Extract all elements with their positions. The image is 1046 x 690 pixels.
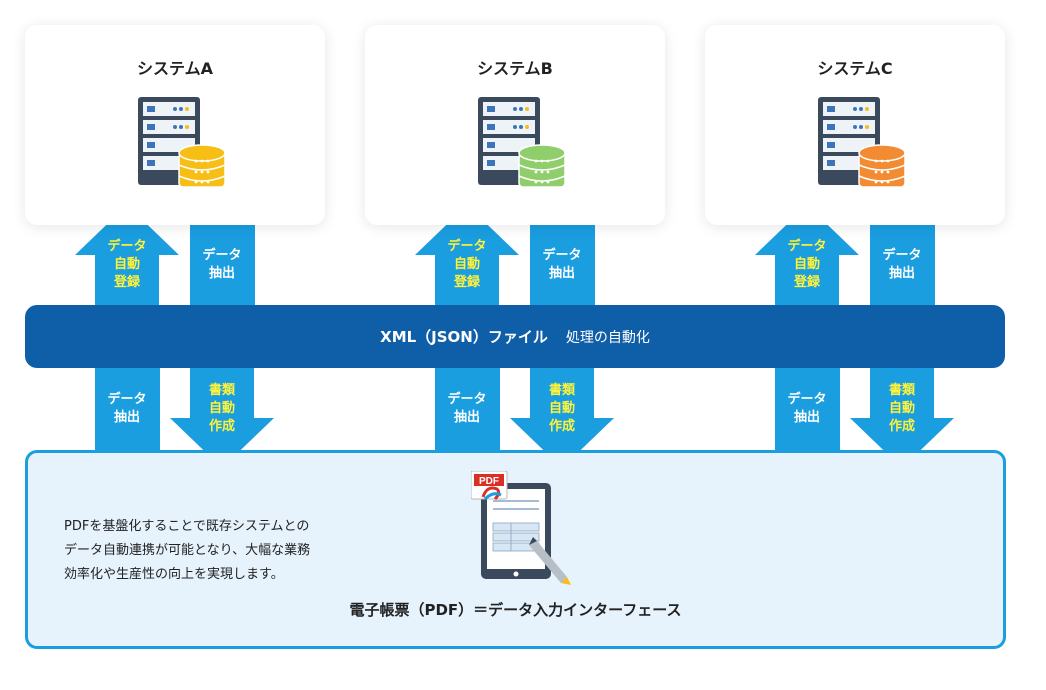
server-database-icon: [478, 97, 566, 188]
auto-create-label-a: 書類自動作成: [188, 382, 256, 436]
arrow-label-line: データ: [787, 392, 827, 407]
arrow-label-line: データ: [447, 239, 487, 254]
pdf-tablet-icon: PDF: [471, 471, 571, 585]
arrow-label-line: 自動: [453, 257, 480, 272]
arrow-label-line: データ: [542, 248, 582, 263]
system-card-a: システムA: [25, 25, 325, 225]
arrow-label-line: データ: [882, 248, 922, 263]
extract-label-lower-a: データ抽出: [93, 391, 161, 427]
arrow-label-line: データ: [107, 392, 147, 407]
auto-create-label-c: 書類自動作成: [868, 382, 936, 436]
extract-label-lower-c: データ抽出: [773, 391, 841, 427]
pdf-description: PDFを基盤化することで既存システムとの データ自動連携が可能となり、大幅な業務…: [64, 515, 364, 587]
pdf-badge-text: PDF: [479, 476, 499, 487]
arrow-label-line: 書類: [888, 383, 915, 398]
server-database-icon: [138, 97, 226, 188]
system-card-b: システムB: [365, 25, 665, 225]
arrow-label-line: データ: [202, 248, 242, 263]
system-title: システムB: [477, 59, 553, 78]
arrow-label-line: 自動: [548, 401, 575, 416]
description-line: PDFを基盤化することで既存システムとの: [64, 519, 310, 534]
arrow-label-line: 抽出: [453, 410, 480, 425]
xml-processing-bar: XML（JSON）ファイル 処理の自動化: [25, 305, 1005, 368]
arrow-label-line: 自動: [208, 401, 235, 416]
arrow-label-line: 抽出: [113, 410, 140, 425]
arrow-label-line: データ: [107, 239, 147, 254]
extract-label-lower-b: データ抽出: [433, 391, 501, 427]
arrow-label-line: データ: [447, 392, 487, 407]
pdf-badge-icon: PDF: [471, 471, 508, 501]
xml-bar-subtitle: 処理の自動化: [565, 329, 650, 346]
arrow-label-line: 登録: [453, 275, 480, 290]
server-database-icon: [818, 97, 906, 188]
arrow-label-line: 自動: [888, 401, 915, 416]
system-title: システムA: [137, 59, 213, 78]
arrow-label-line: 登録: [793, 275, 820, 290]
arrow-label-line: 書類: [208, 383, 235, 398]
pen-icon: [529, 537, 571, 585]
arrow-label-line: データ: [787, 239, 827, 254]
auto-register-label-b: データ自動登録: [433, 238, 501, 292]
description-line: 効率化や生産性の向上を実現します。: [64, 567, 284, 582]
pdf-caption: 電子帳票（PDF）＝データ入力インターフェース: [349, 601, 682, 619]
arrow-label-line: 抽出: [548, 266, 575, 281]
arrow-label-line: 登録: [113, 275, 140, 290]
extract-label-upper-b: データ抽出: [528, 247, 596, 283]
extract-label-upper-c: データ抽出: [868, 247, 936, 283]
pdf-interface-panel: PDFを基盤化することで既存システムとの データ自動連携が可能となり、大幅な業務…: [25, 450, 1006, 649]
auto-register-label-a: データ自動登録: [93, 238, 161, 292]
arrow-label-line: 作成: [548, 419, 575, 434]
description-line: データ自動連携が可能となり、大幅な業務: [64, 543, 311, 558]
arrow-label-line: 抽出: [208, 266, 235, 281]
auto-register-label-c: データ自動登録: [773, 238, 841, 292]
system-card-c: システムC: [705, 25, 1005, 225]
auto-create-label-b: 書類自動作成: [528, 382, 596, 436]
arrow-label-line: 書類: [548, 383, 575, 398]
arrow-label-line: 自動: [113, 257, 140, 272]
arrow-label-line: 抽出: [888, 266, 915, 281]
arrow-label-line: 抽出: [793, 410, 820, 425]
extract-label-upper-a: データ抽出: [188, 247, 256, 283]
system-title: システムC: [817, 59, 893, 78]
arrow-label-line: 作成: [888, 419, 915, 434]
arrow-label-line: 作成: [208, 419, 235, 434]
xml-bar-title: XML（JSON）ファイル: [380, 328, 548, 346]
arrow-label-line: 自動: [793, 257, 820, 272]
